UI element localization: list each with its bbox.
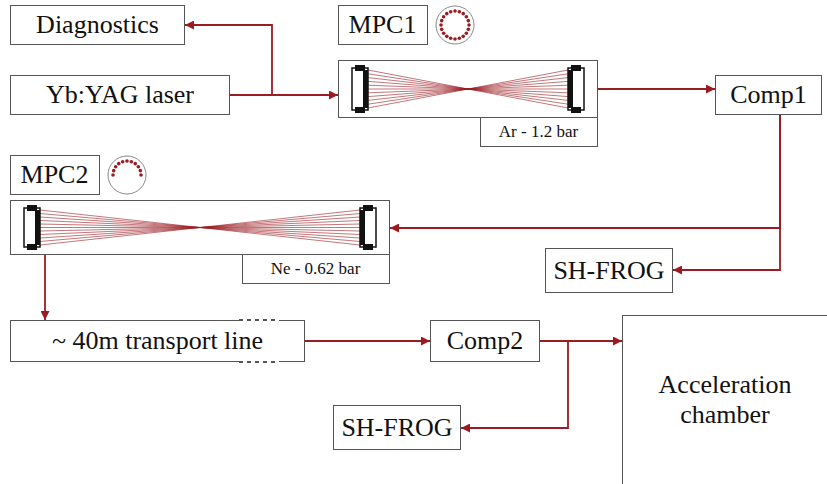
beam-path: [305, 340, 430, 342]
mirror-spot-icon: [436, 6, 474, 44]
box-label: ~ 40m transport line: [52, 326, 263, 356]
multipass-cell-box: MPC1Ar - 1.2 bar: [338, 60, 598, 118]
process-box: Comp1: [715, 75, 822, 115]
box-label: Yb:YAG laser: [46, 80, 194, 110]
process-box: SH-FROG: [545, 248, 673, 293]
box-label: Diagnostics: [36, 10, 159, 40]
cell-name-box: MPC2: [10, 155, 100, 195]
beam-path: [673, 115, 780, 270]
cell-name-box: MPC1: [338, 5, 428, 45]
gas-label-box: Ne - 0.62 bar: [242, 254, 390, 284]
multipass-cell: [24, 205, 376, 250]
multipass-cell: [352, 65, 584, 113]
process-box: ~ 40m transport line: [10, 320, 305, 362]
cell-name: MPC2: [21, 160, 89, 190]
process-box: Acceleration chamber: [622, 315, 827, 484]
line-break-mark: [239, 361, 279, 363]
mirror-spot-icon: [108, 156, 146, 194]
beam-path: [598, 88, 715, 90]
box-label: SH-FROG: [341, 413, 452, 443]
process-box: Comp2: [430, 320, 540, 362]
process-box: SH-FROG: [333, 405, 461, 450]
box-label: Comp2: [447, 326, 524, 356]
gas-label-box: Ar - 1.2 bar: [480, 117, 598, 147]
line-break-mark: [239, 319, 279, 321]
gas-label: Ar - 1.2 bar: [499, 122, 578, 142]
process-box: Diagnostics: [10, 5, 185, 45]
beam-path: [44, 255, 46, 320]
box-label: SH-FROG: [553, 256, 664, 286]
process-box: Yb:YAG laser: [10, 75, 230, 115]
cell-name: MPC1: [349, 10, 417, 40]
beam-path: [230, 94, 338, 96]
multipass-cell-box: MPC2Ne - 0.62 bar: [10, 200, 390, 255]
box-label: Comp1: [730, 80, 807, 110]
beam-path: [390, 115, 780, 228]
gas-label: Ne - 0.62 bar: [271, 259, 361, 279]
box-label: Acceleration chamber: [645, 370, 805, 430]
